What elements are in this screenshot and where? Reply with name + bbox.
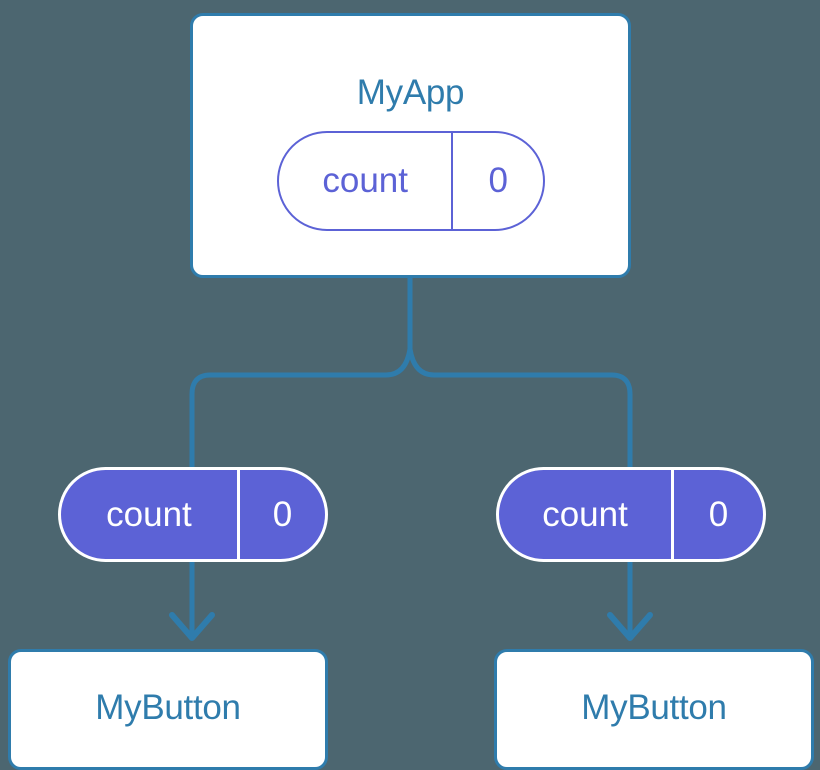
connector-split-right [407, 348, 633, 470]
connector-split-left [189, 348, 413, 470]
state-value-child-right: 0 [671, 470, 763, 559]
state-pill-child-left[interactable]: count 0 [58, 467, 328, 562]
component-box-mybutton-right[interactable]: MyButton [494, 649, 814, 770]
state-value-myapp: 0 [451, 133, 543, 229]
arrow-head-left-icon [169, 612, 215, 641]
state-pill-myapp[interactable]: count 0 [277, 131, 545, 231]
component-title-myapp: MyApp [356, 73, 465, 112]
state-key-child-left: count [106, 494, 192, 534]
component-title-mybutton-left: MyButton [95, 688, 241, 727]
state-key-myapp: count [322, 161, 408, 200]
arrow-head-right-icon [607, 612, 653, 641]
state-value-child-left: 0 [236, 470, 325, 559]
component-title-mybutton-right: MyButton [581, 688, 727, 727]
state-key-child-right: count [542, 494, 628, 534]
component-box-mybutton-left[interactable]: MyButton [8, 649, 328, 770]
state-pill-child-right[interactable]: count 0 [496, 467, 766, 562]
